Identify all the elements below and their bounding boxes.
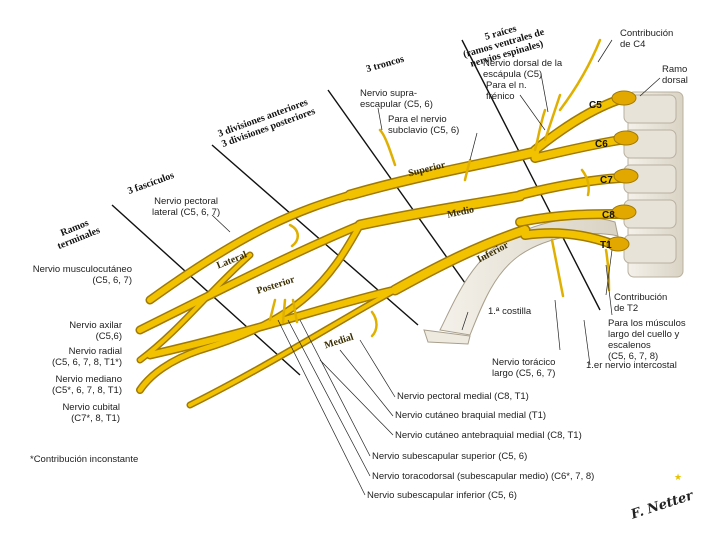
label-pectoral-lateral-line2: lateral (C5, 6, 7) (152, 207, 221, 218)
label-musculos-line3: escalenos (608, 340, 651, 351)
label-cutaneo-antebraquial: Nervio cutáneo antebraquial medial (C8, … (395, 430, 582, 441)
label-musculocutaneo: Nervio musculocutáneo (C5, 6, 7) (14, 264, 132, 286)
nerve-ulnar (188, 288, 397, 407)
label-contribucion-c4: Contribución de C4 (620, 28, 673, 50)
root-c5 (531, 96, 622, 154)
label-subclavio: Para el nervio subclavio (C5, 6) (388, 114, 459, 136)
label-toracico-largo: Nervio torácico largo (C5, 6, 7) (492, 357, 555, 379)
decorative-star-icon: ★ (674, 472, 683, 482)
label-subclavio-line2: subclavio (C5, 6) (388, 125, 460, 136)
root-c6 (531, 136, 624, 162)
trunk-inferior (391, 226, 529, 294)
label-mediano-line1: Nervio mediano (55, 374, 122, 385)
label-cubital-line2: (C7*, 8, T1) (71, 413, 120, 424)
label-musculocutaneo-line2: (C5, 6, 7) (92, 275, 132, 286)
label-axilar: Nervio axilar (C5,6) (44, 320, 122, 342)
label-supraescapular: Nervio supra- escapular (C5, 6) (360, 88, 433, 110)
root-t1 (521, 229, 616, 248)
label-contribucion-t2-line2: de T2 (614, 303, 639, 314)
root-label-c6: C6 (595, 139, 608, 150)
label-dorsal-escapula-line2: escápula (C5) (483, 69, 543, 80)
label-musculos-line1: Para los músculos (608, 318, 686, 329)
small-branches (268, 38, 611, 338)
label-axilar-line2: (C5,6) (95, 331, 122, 342)
label-frenico-line2: frénico (486, 91, 515, 102)
root-label-c8: C8 (602, 210, 615, 221)
rib-cut-end (423, 329, 471, 345)
label-cutaneo-braquial: Nervio cutáneo braquial medial (T1) (395, 410, 547, 421)
trunk-middle (356, 192, 524, 229)
label-primera-costilla: 1.ª costilla (488, 306, 532, 317)
cord-posterior (137, 222, 363, 333)
label-contribucion-c4-line1: Contribución (620, 28, 674, 39)
label-musculos-line2: largo del cuello y (608, 329, 680, 340)
root-c7 (516, 174, 624, 199)
footnote-contribucion: *Contribución inconstante (30, 454, 139, 465)
label-frenico: Para el n. frénico (486, 80, 527, 102)
label-subclavio-line1: Para el nervio (388, 114, 447, 125)
root-label-c7: C7 (600, 175, 613, 186)
nerves-fill (137, 96, 624, 407)
label-ramo-dorsal: Ramo dorsal (662, 64, 688, 86)
divider-troncos (327, 89, 471, 291)
label-musculos-cuello: Para los músculos largo del cuello y esc… (608, 318, 686, 362)
divider-raices (461, 39, 601, 311)
vertebral-column (623, 91, 684, 278)
root-c8 (516, 210, 622, 226)
trunk-superior (346, 148, 539, 199)
divider-fasciculos (111, 204, 301, 376)
label-ramo-dorsal-line1: Ramo (662, 64, 688, 75)
nerve-axillary (138, 253, 252, 362)
label-radial: Nervio radial (C5, 6, 7, 8, T1*) (30, 346, 122, 368)
label-toracico-line1: Nervio torácico (492, 357, 556, 368)
label-contribucion-t2-line1: Contribución (614, 292, 668, 303)
label-radial-line1: Nervio radial (68, 346, 122, 357)
dorsal-root-ganglia (606, 90, 639, 252)
label-axilar-line1: Nervio axilar (69, 320, 122, 331)
label-leader-lines (211, 39, 661, 496)
label-pectoral-lateral-line1: Nervio pectoral (154, 196, 218, 207)
label-subescapular-inferior: Nervio subescapular inferior (C5, 6) (367, 490, 517, 501)
cord-medial (147, 287, 398, 358)
label-cubital-line1: Nervio cubital (62, 402, 120, 413)
nerve-radial (137, 222, 363, 393)
label-dorsal-escapula: Nervio dorsal de la escápula (C5) (483, 58, 562, 80)
label-toracodorsal: Nervio toracodorsal (subescapular medio)… (372, 471, 595, 482)
label-musculocutaneo-line1: Nervio musculocutáneo (32, 264, 132, 275)
label-dorsal-escapula-line1: Nervio dorsal de la (483, 58, 563, 69)
label-pectoral-medial: Nervio pectoral medial (C8, T1) (397, 391, 529, 402)
label-musculos-line4: (C5, 6, 7, 8) (608, 351, 659, 362)
root-label-c5: C5 (589, 100, 602, 111)
label-frenico-line1: Para el n. (486, 80, 527, 91)
section-divider-lines (111, 39, 601, 376)
label-intercostal: 1.er nervio intercostal (586, 360, 677, 371)
label-cubital: Nervio cubital (C7*, 8, T1) (30, 402, 120, 424)
label-mediano: Nervio mediano (C5*, 6, 7, 8, T1) (30, 374, 122, 396)
label-contribucion-c4-line2: de C4 (620, 39, 646, 50)
label-supraescapular-line1: Nervio supra- (360, 88, 418, 99)
label-ramo-dorsal-line2: dorsal (662, 75, 688, 86)
label-subescapular-superior: Nervio subescapular superior (C5, 6) (372, 451, 528, 462)
label-pectoral-lateral: Nervio pectoral lateral (C5, 6, 7) (152, 196, 220, 218)
label-contribucion-t2: Contribución de T2 (614, 292, 667, 314)
label-mediano-line2: (C5*, 6, 7, 8, T1) (51, 385, 122, 396)
label-radial-line2: (C5, 6, 7, 8, T1*) (51, 357, 122, 368)
root-label-t1: T1 (600, 240, 612, 251)
label-supraescapular-line2: escapular (C5, 6) (360, 99, 433, 110)
first-rib (439, 217, 619, 336)
cord-lateral (147, 192, 353, 303)
label-toracico-line2: largo (C5, 6, 7) (492, 368, 556, 379)
